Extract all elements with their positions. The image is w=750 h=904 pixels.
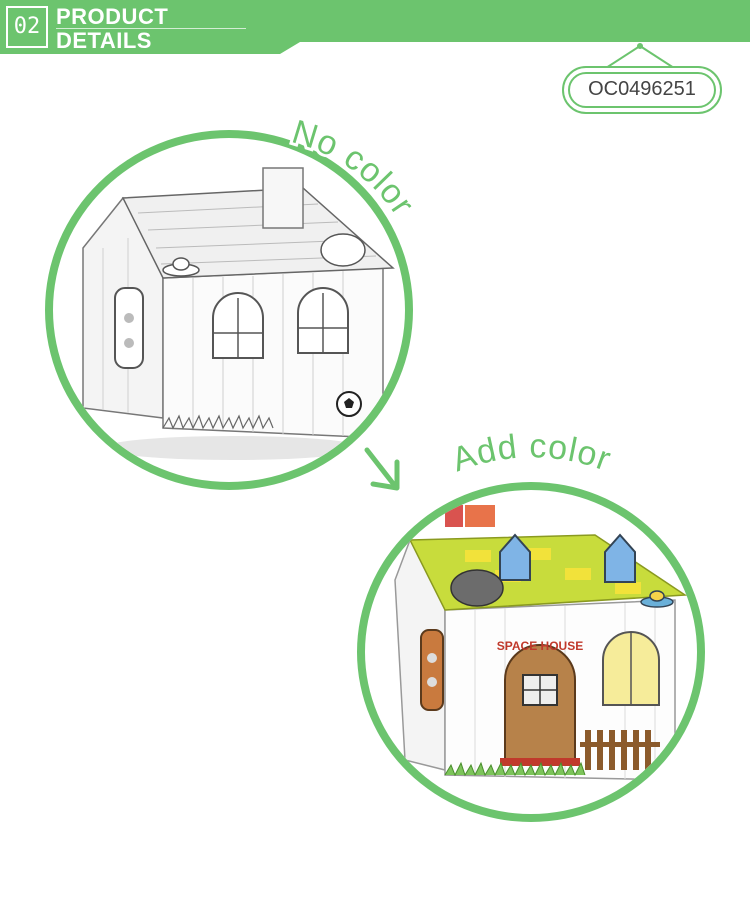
space-house-sign: SPACE HOUSE [497,639,583,653]
no-color-label-svg: No color [285,110,424,225]
add-color-label-svg: Add color [444,424,618,482]
product-code-tag: OC0496251 [562,66,722,114]
uncolored-house-icon [82,167,395,460]
header-notch [0,42,750,54]
section-title-line2: DETAILS [56,28,152,53]
svg-text:No color: No color [288,113,422,222]
header-bar [0,0,750,42]
colored-house-icon: SPACE HOUSE [394,505,688,781]
section-number-badge: 02 [6,6,48,48]
svg-text:Add color: Add color [447,427,616,479]
add-color-image-frame: SPACE HOUSE [357,482,705,822]
no-color-label: No color [285,110,424,225]
tag-string-icon [605,43,675,68]
arrow-down-right-icon [364,447,400,491]
product-code: OC0496251 [588,78,696,100]
add-color-label: Add color [444,424,618,482]
no-color-image-frame [45,130,413,490]
product-code-tag-inner [568,72,716,108]
title-divider [56,28,246,29]
section-title-line1: PRODUCT [56,4,169,29]
